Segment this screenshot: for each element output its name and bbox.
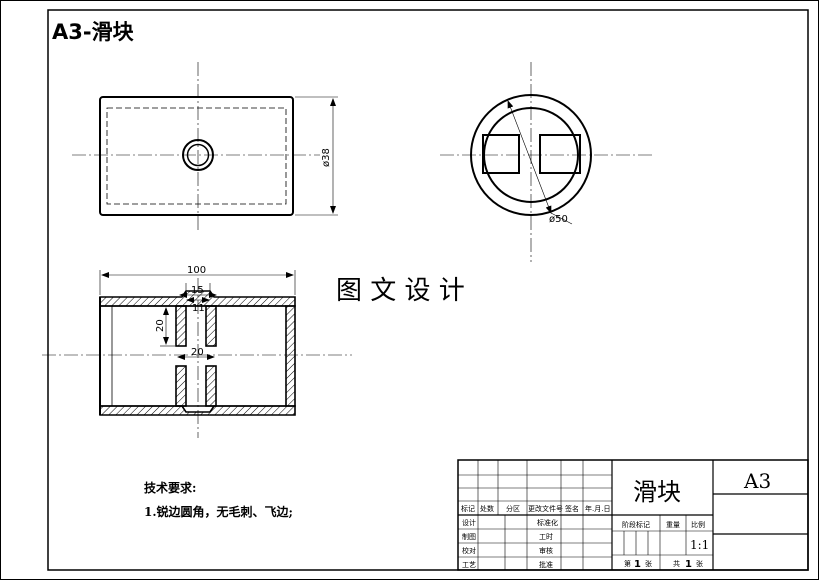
- tb-role-1: 制图: [462, 532, 476, 541]
- front-hidden-bore: [106, 107, 287, 205]
- phi38-label: ø38: [321, 148, 332, 167]
- tb-part-name: 滑块: [633, 478, 681, 506]
- tb-weight-label: 重量: [666, 521, 680, 529]
- notes-heading: 技术要求:: [144, 480, 196, 495]
- tb-sheet-suffix: 张: [645, 559, 652, 568]
- front-hole-outer: [182, 139, 214, 171]
- tb-role-3: 工艺: [462, 561, 476, 569]
- tb-header-2: 分区: [506, 504, 520, 513]
- tb-header-1: 处数: [480, 504, 494, 513]
- drawing-title: A3-滑块: [52, 20, 135, 44]
- section-hatch-bottom: [99, 405, 296, 416]
- tb-role2-2: 审核: [539, 546, 553, 555]
- watermark-text: 图 文 设 计: [336, 276, 465, 306]
- tb-header-4: 签名: [565, 504, 579, 513]
- side-slot-right: [539, 134, 581, 174]
- side-slot-left: [482, 134, 520, 174]
- tb-total-suffix: 张: [696, 559, 703, 568]
- side-outer-circle: [470, 94, 592, 216]
- notes-item-1: 1.锐边圆角，无毛刺、飞边;: [144, 504, 293, 519]
- section-rib-left-bot: [175, 365, 187, 407]
- tb-header-3: 更改文件号: [528, 504, 563, 513]
- tb-role2-3: 批准: [539, 560, 553, 569]
- phi50-shelf: [550, 212, 573, 225]
- side-view: ø50: [440, 62, 655, 262]
- tb-scale-value: 1:1: [690, 538, 709, 552]
- tb-total-num: 1: [685, 559, 692, 570]
- phi50-leader: [507, 100, 552, 214]
- section-hatch-right: [285, 305, 296, 407]
- front-outline: [99, 96, 294, 216]
- tb-role-0: 设计: [462, 518, 476, 527]
- w20-label: 20: [191, 347, 204, 358]
- len100-label: 100: [187, 265, 206, 276]
- inner-frame: [47, 9, 809, 571]
- w15-label: 15: [191, 285, 204, 296]
- tb-sheet-prefix: 第: [624, 559, 631, 568]
- tb-sheet-size: A3: [743, 469, 771, 493]
- w11-label: 11: [192, 303, 205, 314]
- h20-label: 20: [155, 319, 166, 332]
- front-view: ø38: [72, 62, 338, 232]
- tb-header-5: 年.月.日: [585, 504, 610, 513]
- section-rib-right-bot: [205, 365, 217, 407]
- tb-role2-0: 标准化: [537, 518, 558, 527]
- tb-total-prefix: 共: [673, 559, 680, 568]
- section-view: 100 15 11 20 20: [42, 265, 352, 438]
- tb-sheet-num: 1: [634, 559, 641, 570]
- section-rib-right-top: [205, 305, 217, 347]
- tb-role-2: 校对: [462, 546, 476, 555]
- tb-role2-1: 工时: [539, 532, 553, 541]
- tb-stage-label: 阶段标记: [622, 520, 650, 529]
- phi50-label: ø50: [549, 214, 568, 225]
- section-rib-left-top: [175, 305, 187, 347]
- tb-scale-label: 比例: [691, 520, 705, 529]
- front-hole-inner: [186, 143, 210, 167]
- title-block: [457, 459, 809, 571]
- tb-header-0: 标记: [461, 504, 475, 513]
